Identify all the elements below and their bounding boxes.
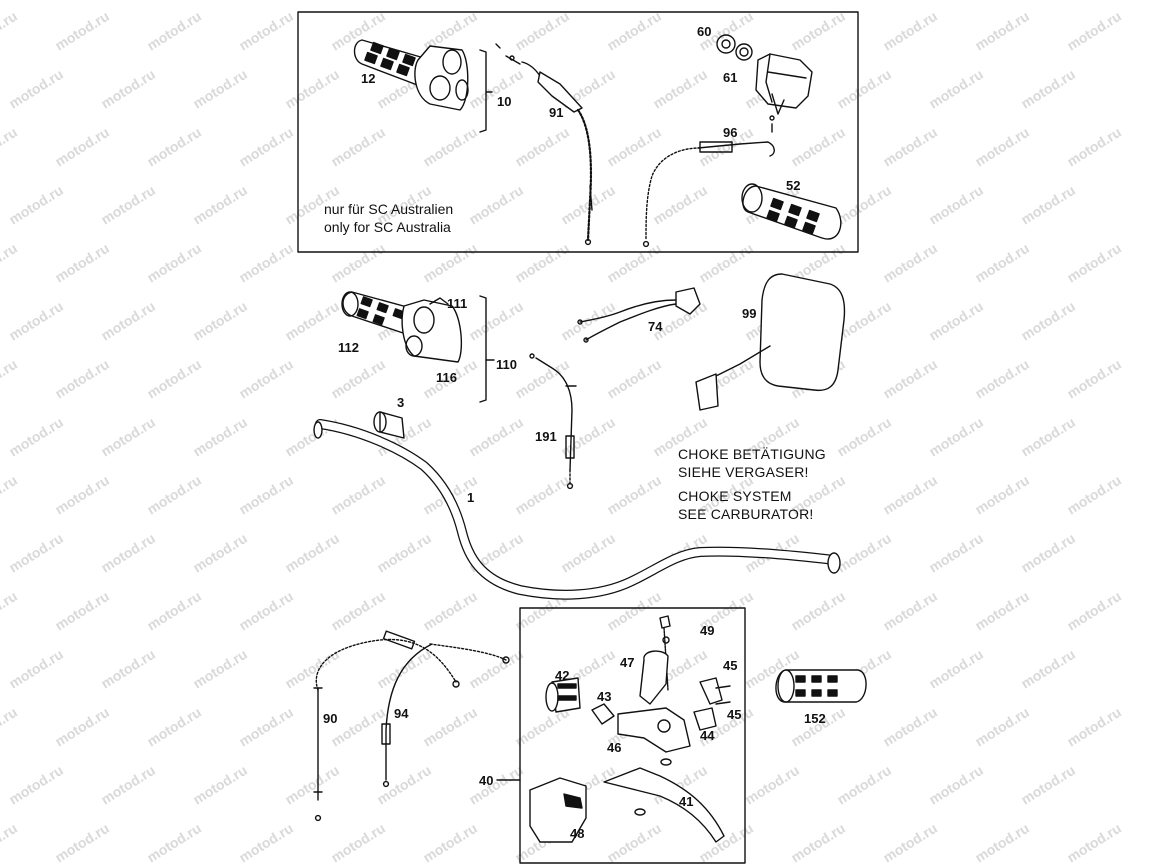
part-label-116: 116 [436, 370, 457, 385]
clutch-assembly-frame [519, 607, 746, 864]
part-label-45-top: 45 [723, 658, 738, 673]
switch-60-61 [716, 34, 813, 115]
part-label-96: 96 [723, 125, 738, 140]
part-label-43: 43 [597, 689, 612, 704]
part-label-110: 110 [496, 357, 517, 372]
part-label-91: 91 [549, 105, 564, 120]
note-australia-de: nur für SC Australien [324, 201, 454, 217]
part-label-46: 46 [607, 740, 622, 755]
cable-94 [381, 643, 510, 788]
grip-12 [353, 39, 469, 111]
part-label-99: 99 [742, 306, 757, 321]
bracket-10 [479, 49, 487, 133]
grip-112 [341, 291, 463, 363]
part-label-191: 191 [535, 429, 557, 444]
clutch-parts [529, 615, 731, 843]
part-label-52: 52 [786, 178, 801, 193]
handlebar-1 [313, 419, 841, 600]
part-label-41: 41 [679, 794, 694, 809]
part-label-40: 40 [479, 773, 494, 788]
part-label-61: 61 [723, 70, 738, 85]
kill-switch-74 [577, 287, 701, 343]
cable-90 [313, 630, 460, 822]
part-label-152: 152 [804, 711, 826, 726]
part-label-49: 49 [700, 623, 715, 638]
note-choke-de-2: SIEHE VERGASER! [678, 464, 809, 480]
spacer-3 [373, 411, 405, 439]
part-label-112: 112 [338, 340, 359, 355]
note-choke-de-1: CHOKE BETÄTIGUNG [678, 446, 826, 462]
cable-191 [529, 353, 577, 490]
part-label-44: 44 [700, 728, 715, 743]
part-label-47: 47 [620, 655, 635, 670]
note-choke-en-2: SEE CARBURATOR! [678, 506, 814, 522]
part-label-111: 111 [447, 296, 468, 311]
part-label-94: 94 [394, 706, 409, 721]
part-label-45-bottom: 45 [727, 707, 742, 722]
grip-152 [775, 669, 867, 703]
australia-frame [297, 11, 859, 253]
part-label-48: 48 [570, 826, 585, 841]
part-label-74: 74 [648, 319, 663, 334]
note-australia-en: only for SC Australia [324, 219, 451, 235]
part-label-3: 3 [397, 395, 405, 410]
note-choke-en-1: CHOKE SYSTEM [678, 488, 792, 504]
part-label-42: 42 [555, 668, 570, 683]
cable-96 [642, 115, 775, 248]
part-label-60: 60 [697, 24, 712, 39]
mirror-99 [695, 273, 846, 411]
part-label-90: 90 [323, 711, 338, 726]
grip-52 [741, 183, 842, 240]
cable-91 [505, 55, 593, 246]
part-label-1: 1 [467, 490, 475, 505]
part-label-12: 12 [361, 71, 376, 86]
bracket-110 [479, 295, 487, 403]
part-label-10: 10 [497, 94, 512, 109]
